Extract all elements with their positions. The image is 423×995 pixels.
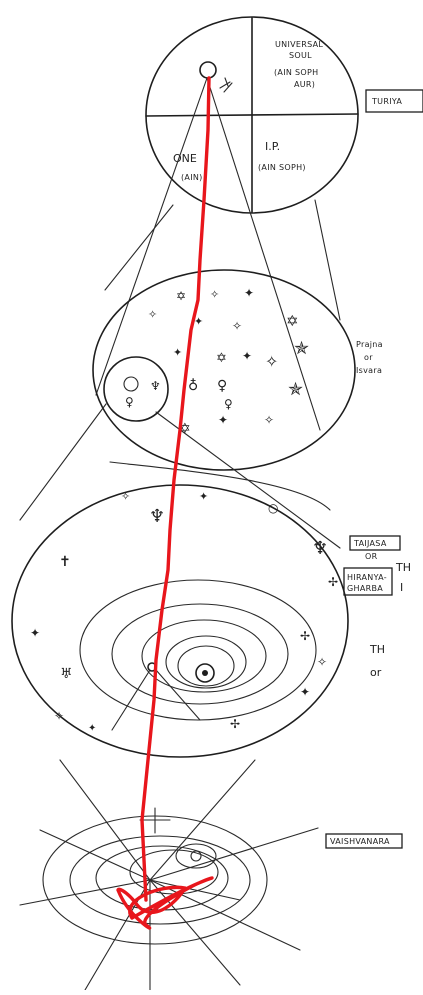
star-symbol: ✢: [328, 575, 338, 589]
star-symbol: ✦: [242, 349, 252, 363]
label-turiya: TURIYA: [371, 97, 402, 106]
star-symbol: ✦: [173, 346, 182, 359]
cut-text-4: or: [370, 666, 382, 679]
label-ain-soph: (AIN SOPH): [258, 163, 306, 172]
planet-symbol: ♀: [125, 395, 134, 409]
turiya-circle: [146, 17, 358, 213]
label-ain-soph-aur-2: AUR): [294, 80, 315, 89]
star-symbol: ✡: [216, 351, 227, 366]
label-one: ONE: [173, 152, 197, 165]
label-vaishvanara: VAISHVANARA: [330, 837, 390, 846]
star-symbol: ✦: [300, 685, 310, 699]
label-gharba: GHARBA: [347, 584, 383, 593]
star-symbol: ✢: [230, 717, 240, 731]
star-symbol: ✯: [288, 379, 303, 400]
red-descent-path: [118, 78, 212, 928]
turiya-box: TURIYA: [366, 90, 423, 112]
label-soul: SOUL: [289, 51, 312, 60]
star-symbol: ✧: [121, 490, 130, 503]
star-symbol: ✦: [30, 626, 40, 640]
label-or-2: OR: [365, 552, 378, 561]
star-symbol: ✡: [286, 312, 299, 330]
star-symbol: ✦: [199, 490, 208, 503]
star-symbol: ✧: [54, 709, 64, 723]
label-ip: I.P.: [265, 140, 280, 153]
star-symbol: ✧: [317, 655, 327, 669]
taijasa-symbols: ✧ ♆ ✦ ○ ✝ ♆ ✢ ✦ ♅ ✢ ✧ ✦ ✧ ✦ ✢: [30, 490, 338, 734]
planet-symbol: ♁: [188, 378, 198, 394]
star-symbol: ○: [268, 501, 278, 515]
star-symbol: ✧: [148, 308, 157, 321]
label-or: or: [364, 353, 373, 362]
vaishvanara-label: VAISHVANARA: [326, 834, 402, 848]
label-prajna: Prajna: [356, 340, 383, 349]
planet-symbol: ♀: [217, 378, 227, 394]
star-symbol: ✦: [218, 413, 228, 427]
label-universal: UNIVERSAL: [275, 40, 323, 49]
star-symbol: ✧: [264, 413, 274, 427]
planet-symbol: ♀: [224, 397, 233, 411]
star-symbol: ✦: [244, 286, 254, 300]
label-ain: (AIN): [181, 173, 203, 182]
prajna-circle: [93, 270, 355, 470]
cut-text-2: I: [400, 581, 403, 594]
cut-text-1: TH: [395, 561, 411, 574]
prajna-label: Prajna or Isvara: [356, 340, 383, 375]
star-symbol: ✯: [294, 338, 309, 359]
taijasa-labels: TAIJASA OR HIRANYA- GHARBA: [344, 536, 400, 595]
planet-symbol: ♆: [150, 379, 161, 393]
star-symbol: ✧: [265, 352, 278, 371]
cut-text-3: TH: [369, 643, 385, 656]
star-symbol: ✡: [176, 289, 186, 303]
label-isvara: Isvara: [356, 366, 382, 375]
planet-symbol: ♆: [312, 538, 328, 559]
star-symbol: ✧: [210, 288, 219, 301]
star-symbol: ✢: [300, 629, 310, 643]
label-taijasa: TAIJASA: [353, 539, 387, 548]
star-symbol: ✝: [59, 554, 71, 570]
vaishvanara-rays: [20, 760, 318, 990]
vaishvanara-orbits: [43, 816, 267, 944]
planet-symbol: ♅: [60, 666, 73, 682]
label-ain-soph-aur-1: (AIN SOPH: [274, 68, 318, 77]
planet-symbol: ♆: [149, 506, 165, 527]
star-symbol: ✧: [232, 319, 242, 333]
label-hiranya: HIRANYA-: [347, 573, 387, 582]
star-symbol: ✦: [88, 723, 96, 734]
